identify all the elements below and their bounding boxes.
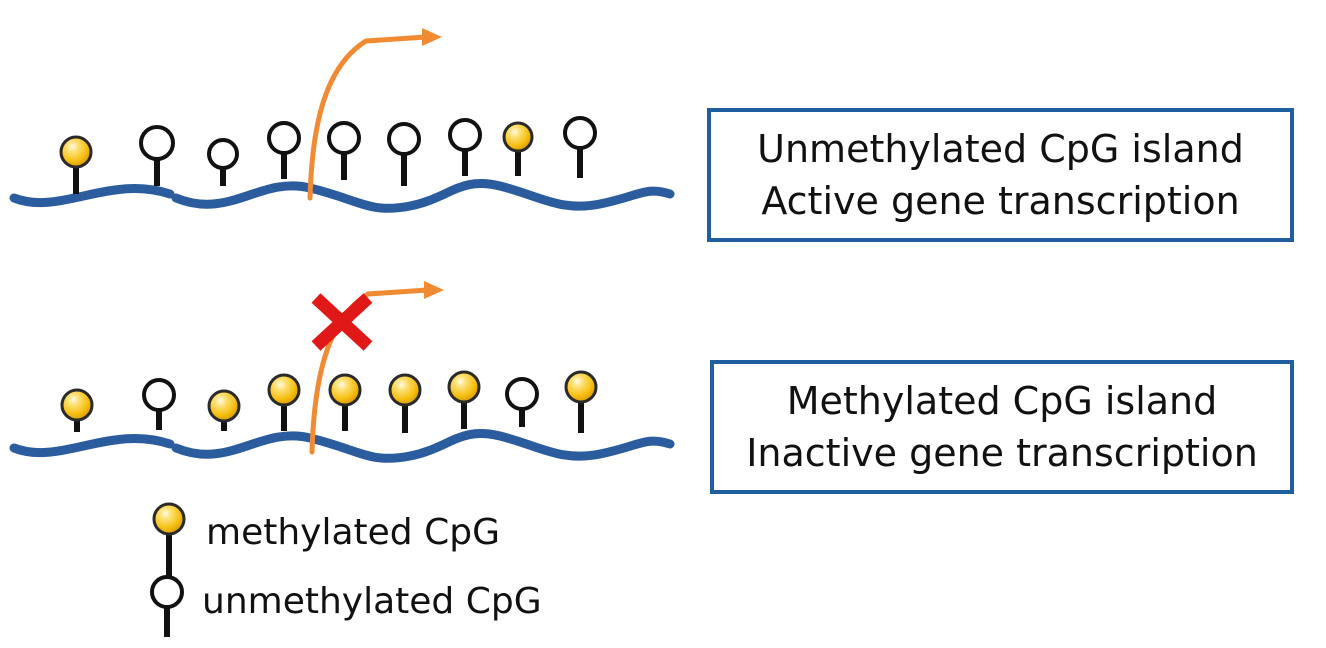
methylated-cpg-site — [388, 373, 422, 433]
legend-methylated-label: methylated CpG — [206, 512, 500, 553]
transcription-arrow — [307, 28, 442, 201]
unmethylated-cpg-site — [448, 118, 482, 176]
methylated-state-box: Methylated CpG island Inactive gene tran… — [710, 360, 1294, 494]
methylated-cpg-site — [328, 373, 362, 431]
methylated-cpg-site — [59, 135, 93, 194]
dna-strand — [9, 428, 675, 463]
unmethylated-state-box: Unmethylated CpG island Active gene tran… — [707, 108, 1294, 242]
unmethylated-cpg-site — [139, 125, 175, 186]
unmethylated-cpg-site — [207, 138, 239, 186]
bottom-box-line1: Methylated CpG island — [786, 379, 1218, 423]
legend-icons — [150, 502, 186, 637]
methylated-cpg-site — [267, 373, 301, 431]
methylated-cpg-site — [564, 370, 598, 433]
unmethylated-cpg-site — [505, 377, 539, 427]
unmethylated-cpg-site — [327, 121, 361, 180]
unmethylated-cpg-site — [563, 116, 597, 178]
top-panel — [9, 28, 675, 213]
top-box-line1: Unmethylated CpG island — [757, 127, 1244, 171]
legend-unmethylated-icon — [150, 575, 184, 637]
dna-strand — [9, 178, 675, 213]
top-box-line2: Active gene transcription — [761, 179, 1240, 223]
legend-methylated-icon — [152, 502, 186, 578]
methylated-cpg-site — [207, 389, 241, 431]
unmethylated-cpg-site — [267, 121, 301, 179]
unmethylated-cpg-site — [387, 122, 421, 186]
methylated-cpg-site — [502, 121, 534, 176]
transcription-block-x-icon — [311, 293, 373, 351]
bottom-box-line2: Inactive gene transcription — [746, 431, 1258, 475]
unmethylated-cpg-site — [142, 378, 176, 430]
methylated-cpg-site — [60, 388, 94, 432]
bottom-panel — [9, 281, 675, 463]
methylated-cpg-site — [447, 370, 481, 429]
legend-unmethylated-label: unmethylated CpG — [202, 581, 542, 622]
